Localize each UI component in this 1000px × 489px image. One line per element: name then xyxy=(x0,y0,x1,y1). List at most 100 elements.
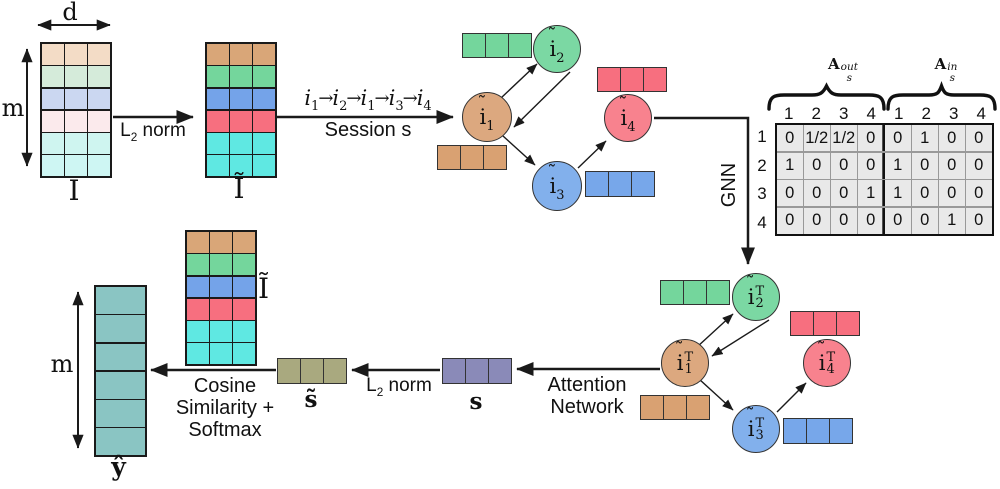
adj-cell: 0 xyxy=(939,180,965,206)
vector-cell xyxy=(443,359,465,383)
vector-cell xyxy=(463,34,485,57)
l2-base: L xyxy=(366,375,377,396)
adj-cell: 0 xyxy=(777,180,803,206)
adj-cell: 0 xyxy=(966,180,992,206)
tilde-accent: ˜ xyxy=(745,405,755,427)
matrix-cell xyxy=(233,232,255,253)
vector-cell xyxy=(621,68,643,91)
adj-cell: 0 xyxy=(831,180,857,206)
vector-cell xyxy=(687,396,709,419)
adj-row-label: 2 xyxy=(757,155,767,175)
gnn-label: GNN xyxy=(718,162,740,208)
vector-cell xyxy=(814,312,836,335)
item-vector-green-top xyxy=(462,33,532,58)
a-in-sub: s xyxy=(949,71,955,84)
y-hat-label: ŷ xyxy=(111,452,126,481)
matrix-cell xyxy=(230,66,252,87)
vector-cell xyxy=(484,146,506,169)
vector-cell xyxy=(301,359,323,383)
vector-cell xyxy=(598,68,620,91)
l2-rest: norm xyxy=(383,375,432,396)
node-sub: 4 xyxy=(627,119,636,135)
matrix-cell xyxy=(230,88,252,110)
tilde-accent: ˜ xyxy=(816,339,826,361)
sequence-item: i1 xyxy=(360,86,376,115)
matrix-cell xyxy=(207,88,229,110)
adj-cell: 0 xyxy=(831,207,857,234)
attention-line2: Network xyxy=(550,396,624,418)
adj-col-header: 4 xyxy=(976,104,986,123)
matrix-cell xyxy=(233,343,255,364)
vector-cell xyxy=(509,34,531,57)
adj-cell: 0 xyxy=(939,125,965,151)
matrix-cell xyxy=(96,400,145,427)
node-sup: T xyxy=(755,284,765,300)
vector-cell xyxy=(466,359,488,383)
matrix-cell xyxy=(96,343,145,371)
attention-line1: Attention xyxy=(547,374,627,396)
tilde-accent: ˜ xyxy=(674,339,684,361)
edge-i2t-i1t xyxy=(711,319,770,357)
matrix-cell xyxy=(253,88,275,110)
adj-col-header: 1 xyxy=(784,104,794,123)
sequence-item: i1 xyxy=(304,86,320,115)
tilde-accent: ˜ xyxy=(547,25,557,47)
vector-cell xyxy=(830,419,852,443)
adj-cell: 0 xyxy=(885,125,911,151)
vector-cell xyxy=(609,172,631,196)
vector-cell xyxy=(664,396,686,419)
l2-norm-bottom-label: L2 norm xyxy=(354,375,444,399)
adj-cell: 1 xyxy=(885,152,911,179)
matrix-cell xyxy=(65,155,87,176)
adj-cell: 0 xyxy=(777,207,803,234)
matrix-cell xyxy=(88,133,110,154)
item-vector-red-bottom xyxy=(790,311,860,336)
node-sup: T xyxy=(755,416,765,432)
a-out-sup: out xyxy=(840,61,858,73)
vector-cell xyxy=(278,359,300,383)
vector-cell xyxy=(586,172,608,196)
a-out-sub: s xyxy=(846,71,852,84)
a-in-sup: in xyxy=(947,61,958,73)
adj-col-header: 2 xyxy=(811,104,821,123)
item-vector-green-bottom xyxy=(660,280,730,305)
matrix-cell xyxy=(230,110,252,132)
sequence-item: i3 xyxy=(388,86,404,115)
a-in-base: A xyxy=(934,55,947,73)
adj-cell: 1 xyxy=(885,180,911,206)
cosine-softmax-label: Cosine Similarity + Softmax xyxy=(163,375,287,441)
item-vector-blue-bottom xyxy=(783,418,853,444)
vector-cell xyxy=(837,312,859,335)
matrix-cell xyxy=(96,371,145,399)
matrix-cell xyxy=(207,44,229,65)
cosine-line1: Cosine xyxy=(193,375,257,397)
matrix-cell xyxy=(88,44,110,65)
item-vector-red-top xyxy=(597,67,667,92)
adj-cell: 0 xyxy=(939,152,965,179)
adj-cell: 1 xyxy=(858,180,884,206)
vector-cell xyxy=(661,281,683,304)
matrix-I xyxy=(40,42,112,178)
node-sub: 1 xyxy=(684,362,693,377)
adj-cell: 0 xyxy=(912,180,938,206)
adj-cell: 0 xyxy=(804,207,830,234)
tilde-accent: ˜ xyxy=(745,273,755,295)
cosine-line2: Similarity + xyxy=(175,397,275,419)
adj-cell: 0 xyxy=(858,125,884,151)
matrix-cell xyxy=(42,133,64,154)
adj-cell: 0 xyxy=(912,207,938,234)
matrix-cell xyxy=(65,44,87,65)
item-vector-blue-top xyxy=(585,171,655,197)
y-hat-vector xyxy=(94,285,147,457)
l2-rest: norm xyxy=(137,120,186,141)
brace-a-out xyxy=(767,82,886,111)
vector-cell xyxy=(461,146,483,169)
matrix-cell xyxy=(233,321,255,342)
matrix-I-tilde-bottom-label: Ĩ xyxy=(258,272,270,305)
